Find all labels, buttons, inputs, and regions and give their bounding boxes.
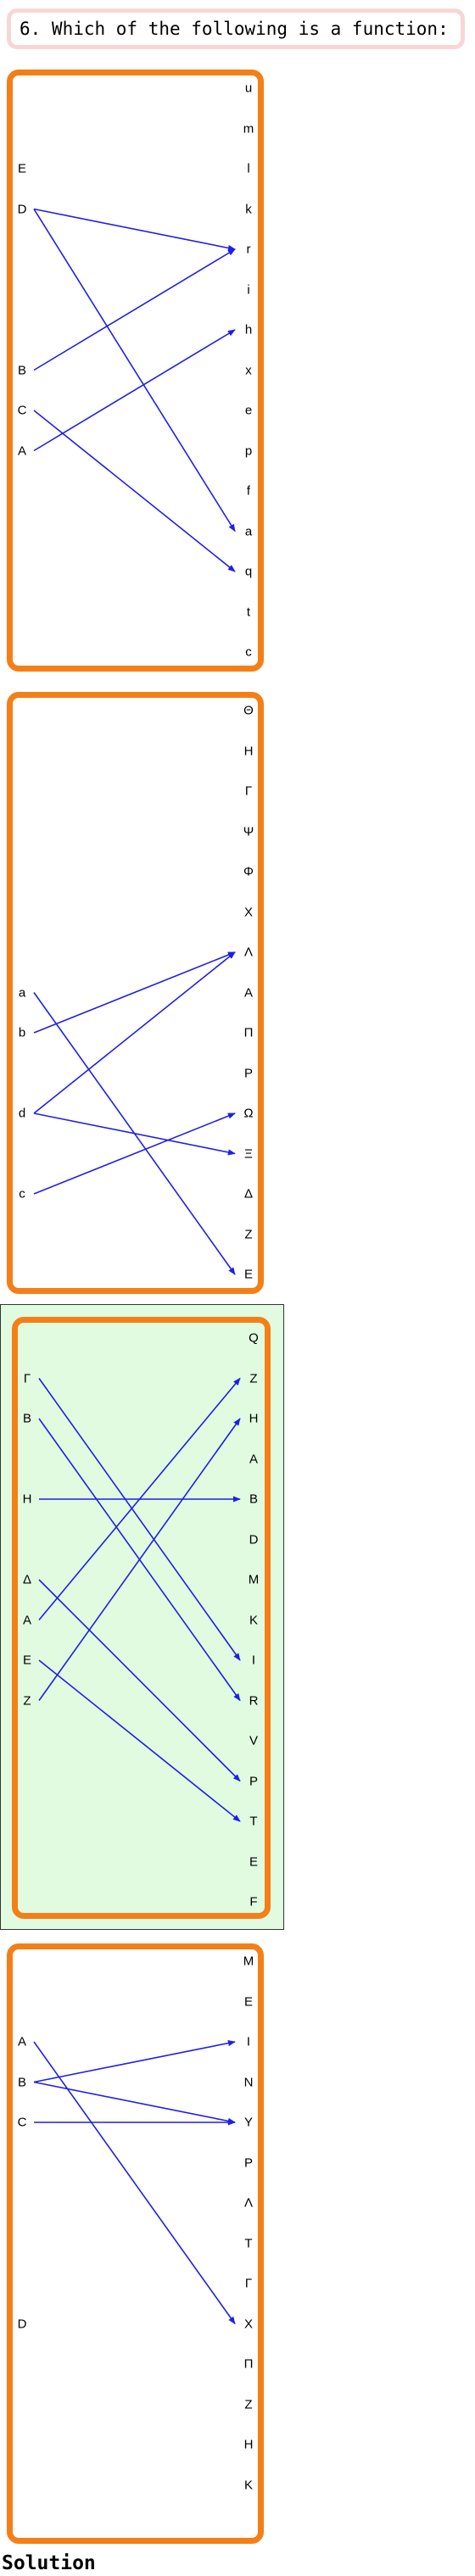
codomain-label: r bbox=[246, 242, 251, 257]
codomain-label: A bbox=[249, 1452, 259, 1466]
mapping-diagram-4[interactable] bbox=[7, 1943, 264, 2544]
codomain-label: l bbox=[247, 161, 250, 176]
solution-label: Solution bbox=[2, 2552, 96, 2574]
codomain-label: P bbox=[249, 1774, 259, 1788]
domain-label: Γ bbox=[23, 1371, 31, 1386]
codomain-label: Z bbox=[244, 2397, 253, 2412]
codomain-label: m bbox=[243, 121, 254, 136]
codomain-label: K bbox=[249, 1613, 259, 1627]
codomain-label: Z bbox=[244, 1227, 253, 1241]
domain-label: A bbox=[17, 2034, 27, 2049]
domain-label: D bbox=[17, 202, 27, 216]
codomain-label: Φ bbox=[243, 864, 254, 879]
codomain-label: i bbox=[247, 282, 250, 297]
codomain-label: X bbox=[243, 905, 254, 919]
domain-label: C bbox=[17, 403, 27, 418]
codomain-label: K bbox=[243, 2478, 254, 2492]
codomain-label: F bbox=[249, 1894, 258, 1910]
codomain-label: E bbox=[249, 1854, 259, 1869]
codomain-label: u bbox=[244, 81, 253, 96]
domain-label: Z bbox=[23, 1693, 31, 1708]
domain-label: H bbox=[22, 1492, 32, 1507]
codomain-label: P bbox=[243, 2155, 254, 2170]
domain-label: D bbox=[17, 2317, 27, 2331]
codomain-label: p bbox=[244, 443, 253, 458]
codomain-label: Λ bbox=[243, 945, 254, 960]
domain-label: E bbox=[17, 161, 27, 176]
codomain-label: V bbox=[249, 1733, 259, 1748]
codomain-label: a bbox=[244, 524, 253, 538]
codomain-label: t bbox=[246, 605, 251, 619]
codomain-label: Γ bbox=[244, 783, 253, 799]
codomain-label: x bbox=[245, 363, 252, 377]
domain-label: E bbox=[22, 1653, 32, 1668]
question-text: 6. Which of the following is a function: bbox=[7, 8, 465, 49]
codomain-label: Δ bbox=[243, 1186, 254, 1202]
domain-label: c bbox=[19, 1186, 25, 1202]
codomain-label: h bbox=[244, 322, 253, 337]
codomain-label: Ω bbox=[243, 1106, 254, 1121]
domain-label: B bbox=[17, 2075, 27, 2089]
domain-label: C bbox=[17, 2115, 27, 2130]
codomain-label: H bbox=[243, 744, 254, 758]
codomain-label: Λ bbox=[243, 2195, 254, 2211]
codomain-label: k bbox=[245, 202, 252, 216]
codomain-label: Π bbox=[243, 1025, 254, 1040]
codomain-label: f bbox=[246, 483, 251, 499]
codomain-label: P bbox=[243, 1066, 254, 1080]
domain-label: d bbox=[18, 1106, 26, 1121]
codomain-label: R bbox=[249, 1693, 259, 1708]
codomain-label: N bbox=[243, 2075, 254, 2089]
codomain-label: e bbox=[244, 403, 253, 418]
codomain-label: I bbox=[246, 2034, 251, 2049]
codomain-label: Ξ bbox=[244, 1146, 253, 1161]
codomain-label: Π bbox=[243, 2356, 254, 2372]
codomain-label: M bbox=[248, 1572, 260, 1587]
codomain-label: D bbox=[249, 1532, 259, 1547]
domain-label: b bbox=[18, 1025, 26, 1040]
mapping-diagram-3[interactable] bbox=[12, 1317, 271, 1919]
codomain-label: q bbox=[244, 564, 253, 579]
codomain-label: E bbox=[243, 1994, 254, 2009]
codomain-label: Θ bbox=[243, 703, 254, 718]
codomain-label: B bbox=[249, 1492, 259, 1507]
codomain-label: M bbox=[243, 1954, 254, 1969]
codomain-label: Z bbox=[249, 1371, 258, 1386]
domain-label: a bbox=[18, 985, 26, 1000]
domain-label: B bbox=[22, 1411, 32, 1426]
codomain-label: Q bbox=[249, 1330, 259, 1346]
mapping-diagram-2[interactable] bbox=[7, 692, 264, 1294]
codomain-label: H bbox=[249, 1411, 259, 1426]
codomain-label: T bbox=[244, 2236, 253, 2250]
codomain-label: E bbox=[243, 1267, 254, 1282]
codomain-label: Y bbox=[243, 2115, 254, 2130]
codomain-label: Ψ bbox=[243, 824, 254, 839]
codomain-label: X bbox=[243, 2317, 254, 2331]
domain-label: A bbox=[17, 443, 27, 458]
codomain-label: T bbox=[249, 1814, 258, 1829]
domain-label: A bbox=[22, 1613, 32, 1627]
mapping-diagram-1[interactable] bbox=[7, 70, 264, 672]
codomain-label: I bbox=[251, 1653, 256, 1668]
codomain-label: c bbox=[245, 644, 252, 660]
codomain-label: A bbox=[243, 985, 254, 1000]
codomain-label: H bbox=[243, 2437, 254, 2452]
codomain-label: Γ bbox=[244, 2276, 253, 2291]
domain-label: B bbox=[17, 363, 27, 377]
domain-label: Δ bbox=[22, 1572, 32, 1587]
